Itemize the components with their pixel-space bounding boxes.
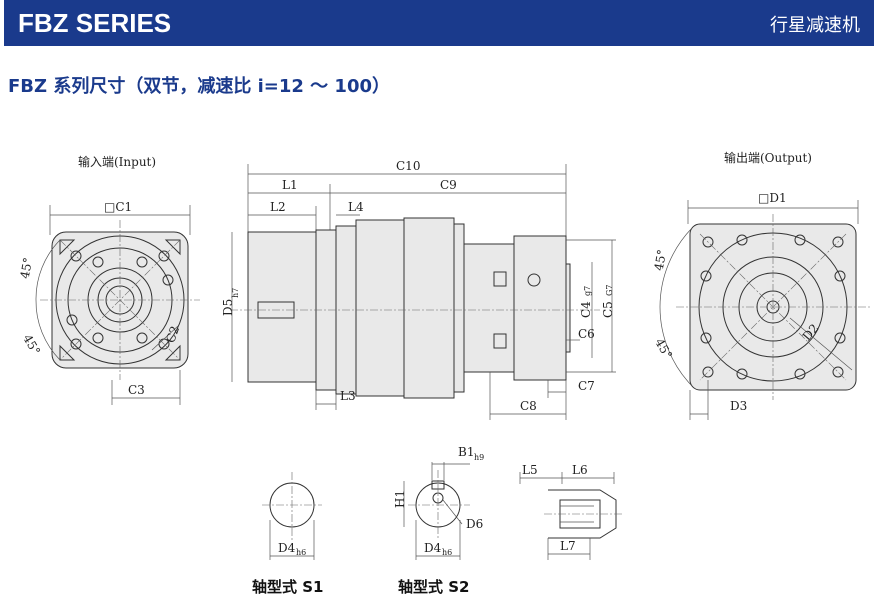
input-view-title: 输入端(Input): [78, 154, 156, 169]
s3-dim-l7: L7: [560, 539, 576, 553]
dim-l1: L1: [282, 178, 298, 192]
s3-dim-l6: L6: [572, 463, 588, 477]
input-housing: [247, 231, 317, 383]
s2-dim-d4-tolerance: h6: [442, 548, 452, 557]
dim-d1: □D1: [758, 191, 787, 205]
dim-d3: D3: [730, 399, 747, 413]
product-category: 行星减速机: [770, 15, 860, 36]
s1-dim-d4-tolerance: h6: [296, 548, 306, 557]
dim-c4-tolerance: g7: [583, 286, 592, 296]
side-view: C10 L1 C9 L2 L4 D5 h7: [221, 159, 616, 420]
dim-c9: C9: [440, 178, 457, 192]
header-bar: FBZ SERIES 行星减速机: [4, 0, 874, 46]
dim-l3: L3: [340, 389, 356, 403]
gear-housing-2: [403, 217, 455, 399]
dim-d5-tolerance: h7: [231, 288, 240, 298]
shaft-end-detail: L5 L6 L7: [519, 463, 624, 560]
shaft-type-s2: B1 h9 H1 D6 D4 h6 轴型式 S2: [393, 445, 484, 596]
s1-caption: 轴型式 S1: [252, 578, 323, 596]
s2-dim-d4: D4: [424, 541, 442, 555]
dim-c7: C7: [578, 379, 595, 393]
dim-l4: L4: [348, 200, 364, 214]
input-view: 输入端(Input) □C1 45° 45° C: [18, 154, 200, 405]
s2-dim-h1: H1: [393, 490, 407, 508]
dim-c2: C2: [163, 324, 182, 345]
dim-l2: L2: [270, 200, 286, 214]
s2-dim-b1-tolerance: h9: [474, 453, 484, 462]
input-angle-bottom: 45°: [20, 332, 43, 357]
input-angle-top: 45°: [18, 256, 35, 279]
output-angle-bottom: 45°: [652, 336, 675, 361]
section-title: FBZ 系列尺寸（双节，减速比 i=12 ～ 100）: [8, 76, 391, 97]
dim-d5: D5: [221, 299, 235, 316]
dim-c4: C4: [579, 301, 593, 318]
series-title: FBZ SERIES: [18, 8, 172, 38]
dim-c5: C5: [601, 301, 615, 318]
output-view-title: 输出端(Output): [724, 150, 812, 165]
dim-c5-tolerance: G7: [605, 285, 614, 296]
output-angle-top: 45°: [652, 248, 669, 271]
shaft-type-s1: D4 h6 轴型式 S1: [252, 472, 323, 596]
s2-dim-b1: B1: [458, 445, 474, 459]
output-flange-side: [513, 235, 567, 381]
s1-dim-d4: D4: [278, 541, 296, 555]
dim-c10: C10: [396, 159, 420, 173]
s3-dim-l5: L5: [522, 463, 538, 477]
s2-dim-d6: D6: [466, 517, 483, 531]
dim-c8: C8: [520, 399, 537, 413]
dim-c6: C6: [578, 327, 595, 341]
output-view: 输出端(Output) □D1 45° 45° D2 D3: [652, 150, 870, 420]
dim-c3: C3: [128, 383, 145, 397]
s2-caption: 轴型式 S2: [398, 578, 469, 596]
gear-housing-1: [355, 219, 405, 397]
dim-c1: □C1: [104, 200, 132, 214]
